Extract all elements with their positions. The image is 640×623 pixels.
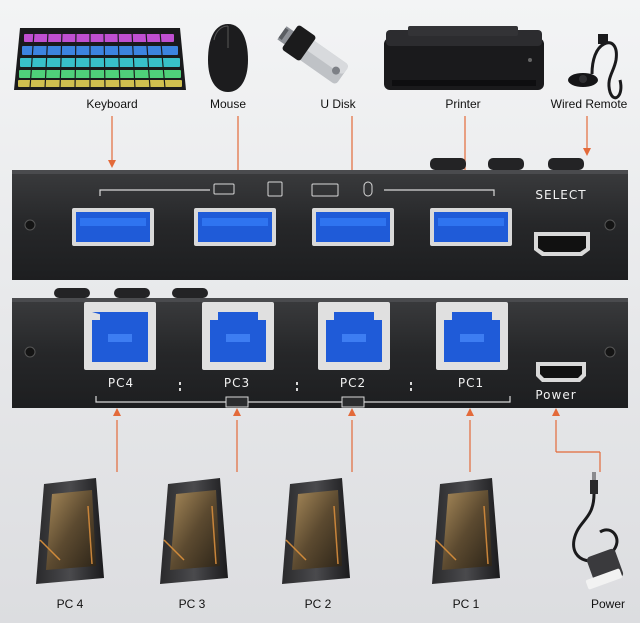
pc-symbol-icon — [225, 396, 249, 408]
pc2-tower-icon — [282, 478, 350, 584]
port-label-pc4: PC4 — [107, 376, 135, 390]
pc1-tower-icon — [432, 478, 500, 584]
device-label-udisk: U Disk — [320, 97, 356, 111]
usb-drive-icon — [277, 25, 348, 84]
device-label-pc3: PC 3 — [178, 597, 206, 611]
device-label-wired-remote: Wired Remote — [550, 97, 628, 111]
device-label-power: Power — [590, 597, 625, 611]
device-label-keyboard: Keyboard — [86, 97, 138, 111]
port-label-pc3: PC3 — [223, 376, 251, 390]
power-port-label: Power — [535, 388, 577, 402]
pc-symbol-icon — [341, 396, 365, 408]
wired-remote-icon — [568, 34, 623, 100]
usb-symbol-icon — [213, 183, 235, 195]
pc-tower-icons — [36, 478, 500, 584]
pc4-tower-icon — [36, 478, 104, 584]
printer-symbol-icon — [267, 181, 283, 197]
device-label-pc1: PC 1 — [452, 597, 480, 611]
power-cable-icon — [572, 472, 624, 590]
device-label-mouse: Mouse — [209, 97, 247, 111]
keyboard-icon — [14, 28, 186, 90]
bottom-panel — [12, 288, 628, 408]
device-label-printer: Printer — [445, 97, 481, 111]
connector-lines — [111, 116, 601, 472]
select-label: SELECT — [535, 188, 587, 202]
pc3-tower-icon — [160, 478, 228, 584]
mouse-symbol-icon — [363, 181, 373, 197]
top-panel — [12, 158, 628, 280]
port-label-pc1: PC1 — [457, 376, 485, 390]
mouse-icon — [208, 24, 248, 92]
port-label-pc2: PC2 — [339, 376, 367, 390]
printer-icon — [384, 26, 544, 90]
device-label-pc4: PC 4 — [56, 597, 84, 611]
keyboard-symbol-icon — [311, 183, 339, 197]
device-label-pc2: PC 2 — [304, 597, 332, 611]
